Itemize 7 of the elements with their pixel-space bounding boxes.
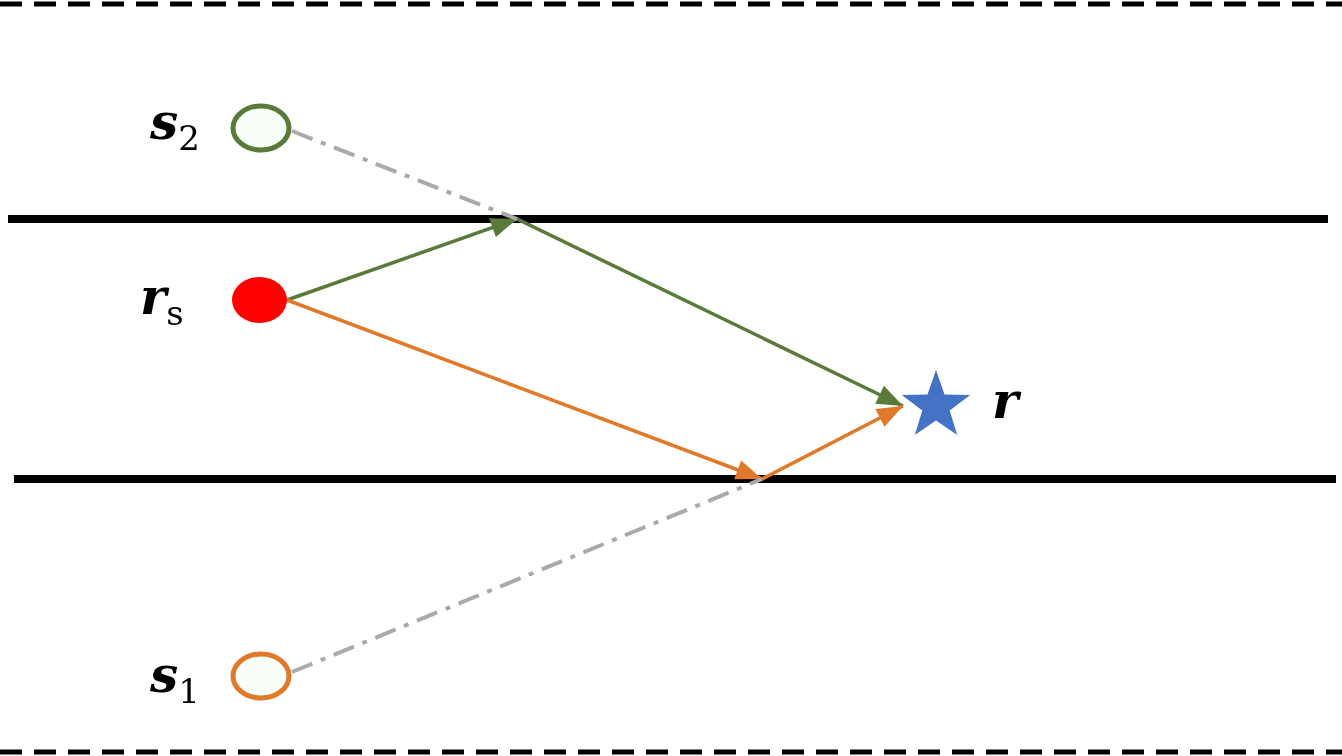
image-path-line — [291, 129, 518, 221]
arrow — [286, 298, 904, 481]
point-label: s$_{2}$ — [150, 97, 200, 155]
image-path-line — [291, 477, 763, 674]
point-label: r$_{s}$ — [140, 272, 184, 330]
arrow — [286, 217, 904, 408]
point-label: s$_{1}$ — [150, 650, 200, 708]
